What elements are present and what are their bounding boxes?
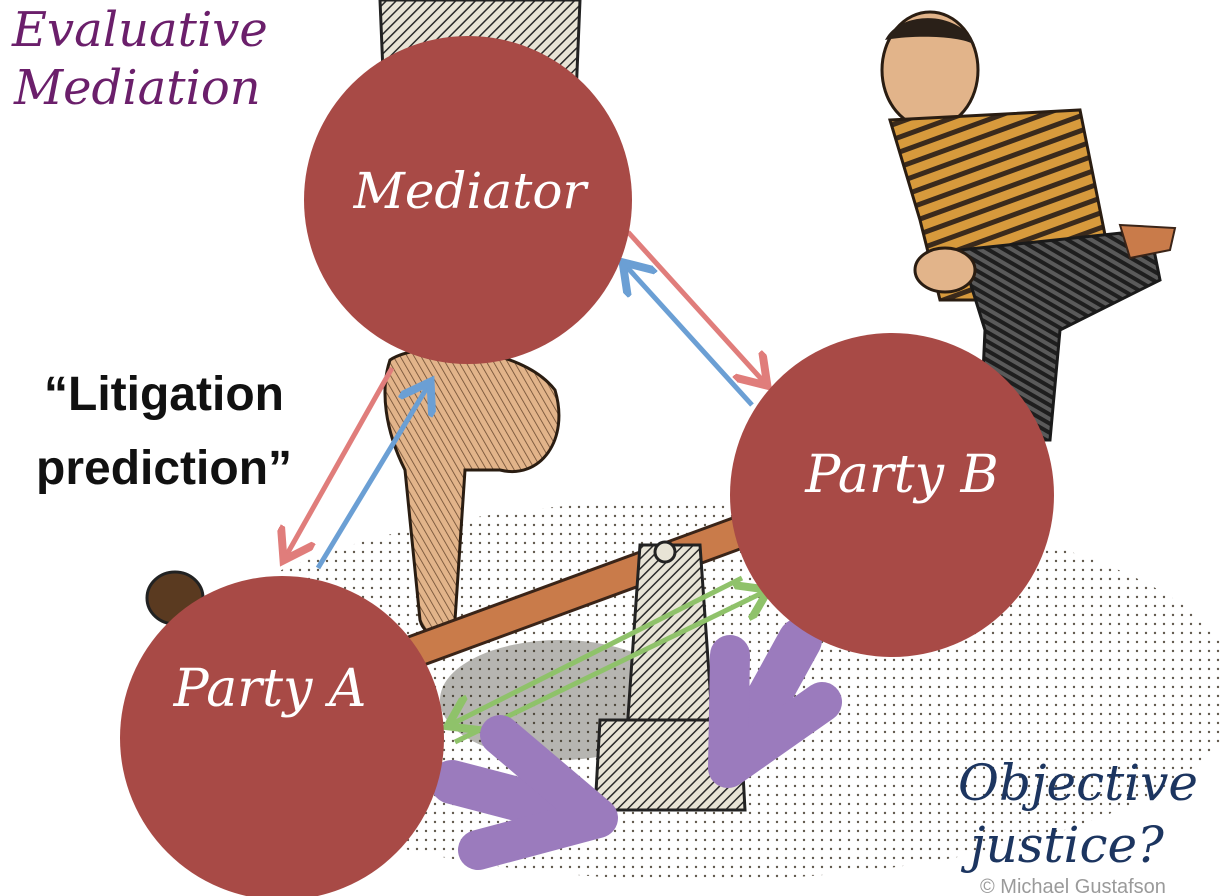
title-line-1: Evaluative — [11, 2, 268, 58]
fulcrum-base — [593, 718, 747, 812]
green-arrow-party-b-to-party-a — [452, 575, 744, 724]
litigation-label-line-1: “Litigation — [44, 368, 284, 421]
title-line-2: Mediation — [13, 60, 261, 116]
blue-arrow-party-b-to-mediator — [626, 266, 754, 407]
objective-line-1: Objective — [958, 754, 1198, 812]
purple-arrow-from-party-a — [430, 715, 618, 870]
party-b-node: Party B — [730, 333, 1054, 657]
blue-arrow-party-a-to-mediator — [315, 386, 428, 570]
party-b-label: Party B — [804, 445, 999, 505]
illustration-credit: © Michael Gustafson — [980, 876, 1166, 896]
party-a-circle — [120, 576, 444, 896]
objective-line-2: justice? — [960, 816, 1165, 874]
red-arrow-mediator-to-party-b — [626, 230, 764, 382]
red-arrow-mediator-to-party-a — [286, 366, 395, 556]
party-a-node: Party A — [120, 576, 444, 896]
litigation-label-line-2: prediction” — [36, 442, 292, 495]
party-a-label: Party A — [173, 659, 367, 719]
fulcrum-pivot — [653, 540, 677, 564]
seated-man — [880, 10, 1177, 442]
mediator-node: Mediator — [304, 36, 632, 364]
party-b-circle — [730, 333, 1054, 657]
mediator-label: Mediator — [353, 162, 590, 220]
mediator-circle — [304, 36, 632, 364]
purple-arrow-from-party-b — [708, 618, 842, 788]
justice-arrows — [430, 618, 842, 870]
